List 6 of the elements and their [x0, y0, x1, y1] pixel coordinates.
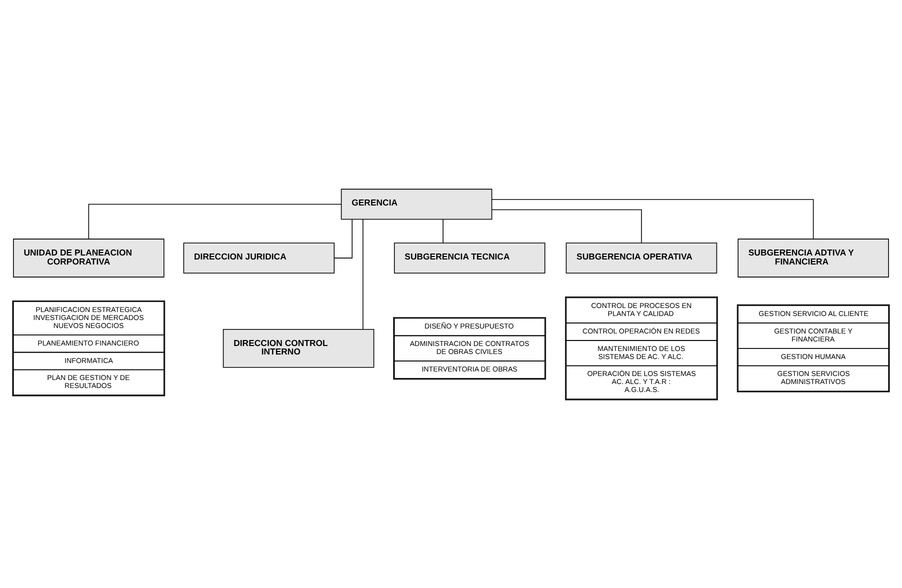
connector: [491, 198, 814, 239]
connector: [362, 218, 364, 330]
connector: [492, 208, 642, 243]
connector: [334, 218, 353, 258]
connector: [88, 203, 342, 239]
connector: [442, 218, 444, 243]
